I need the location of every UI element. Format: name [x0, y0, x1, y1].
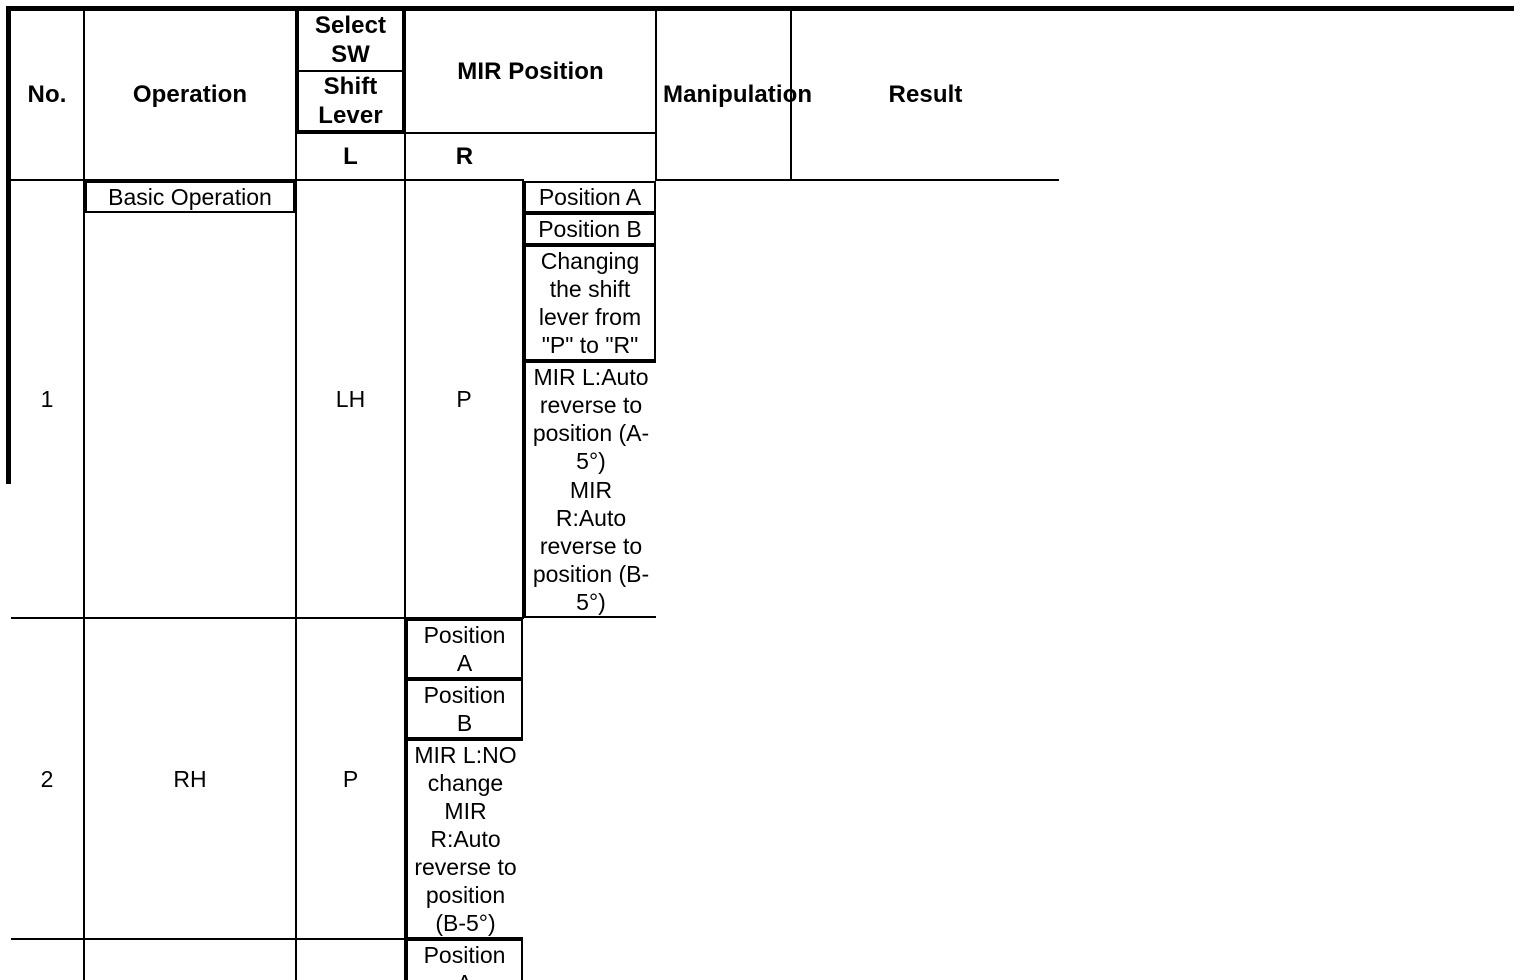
cell-shift-lever: P [404, 179, 524, 619]
header-row-secondary: L R [11, 132, 1519, 182]
cell-select-sw: RH [83, 616, 297, 941]
column-header-mir-r: R [404, 132, 523, 182]
cell-operation-group: Basic Operation [85, 181, 295, 214]
cell-select-sw: LH [295, 179, 406, 619]
table-body: 1 Basic Operation LH P Position A Positi… [11, 179, 1519, 980]
mir-operation-table-container: No. Operation Select SW Shift Lever MIR … [6, 6, 1519, 980]
column-header-mir-l: L [296, 132, 406, 182]
column-header-operation: Operation [83, 11, 297, 182]
cell-no: 1 [11, 179, 85, 619]
cell-mir-l: Position A [406, 939, 523, 980]
header-row-primary: No. Operation Select SW Shift Lever MIR … [11, 11, 1519, 182]
cell-mir-r: Position B [406, 678, 523, 739]
table-row: 2 RH P Position A Position B MIR L:NO ch… [11, 616, 1519, 941]
cell-manipulation-group: Changing the shift lever from "P" to "R" [524, 245, 656, 362]
column-header-no: No. [11, 11, 85, 182]
cell-select-sw: N [83, 938, 297, 980]
column-header-shift-lever: Shift Lever [297, 71, 404, 133]
cell-mir-l: Position A [406, 618, 523, 679]
cell-no: 2 [11, 616, 85, 941]
column-header-select-sw: Select SW [297, 11, 404, 72]
cell-result: MIR L:NO change MIR R:Auto reverse to po… [406, 738, 523, 940]
cell-mir-l: Position A [524, 181, 656, 214]
table-row: 1 Basic Operation LH P Position A Positi… [11, 179, 1519, 619]
column-header-manipulation: Manipulation [655, 11, 812, 182]
cell-shift-lever: P [295, 616, 406, 941]
mir-operation-table: No. Operation Select SW Shift Lever MIR … [11, 11, 1519, 980]
column-header-mir-position: MIR Position [404, 11, 657, 135]
cell-mir-r: Position B [524, 213, 656, 246]
cell-shift-lever: P [295, 938, 406, 980]
table-header: No. Operation Select SW Shift Lever MIR … [11, 11, 1519, 182]
cell-no: 3 [11, 938, 85, 980]
table-row: 3 N P Position A Position B MIR L:NO cha… [11, 938, 1519, 980]
column-header-result: Result [790, 11, 1059, 182]
